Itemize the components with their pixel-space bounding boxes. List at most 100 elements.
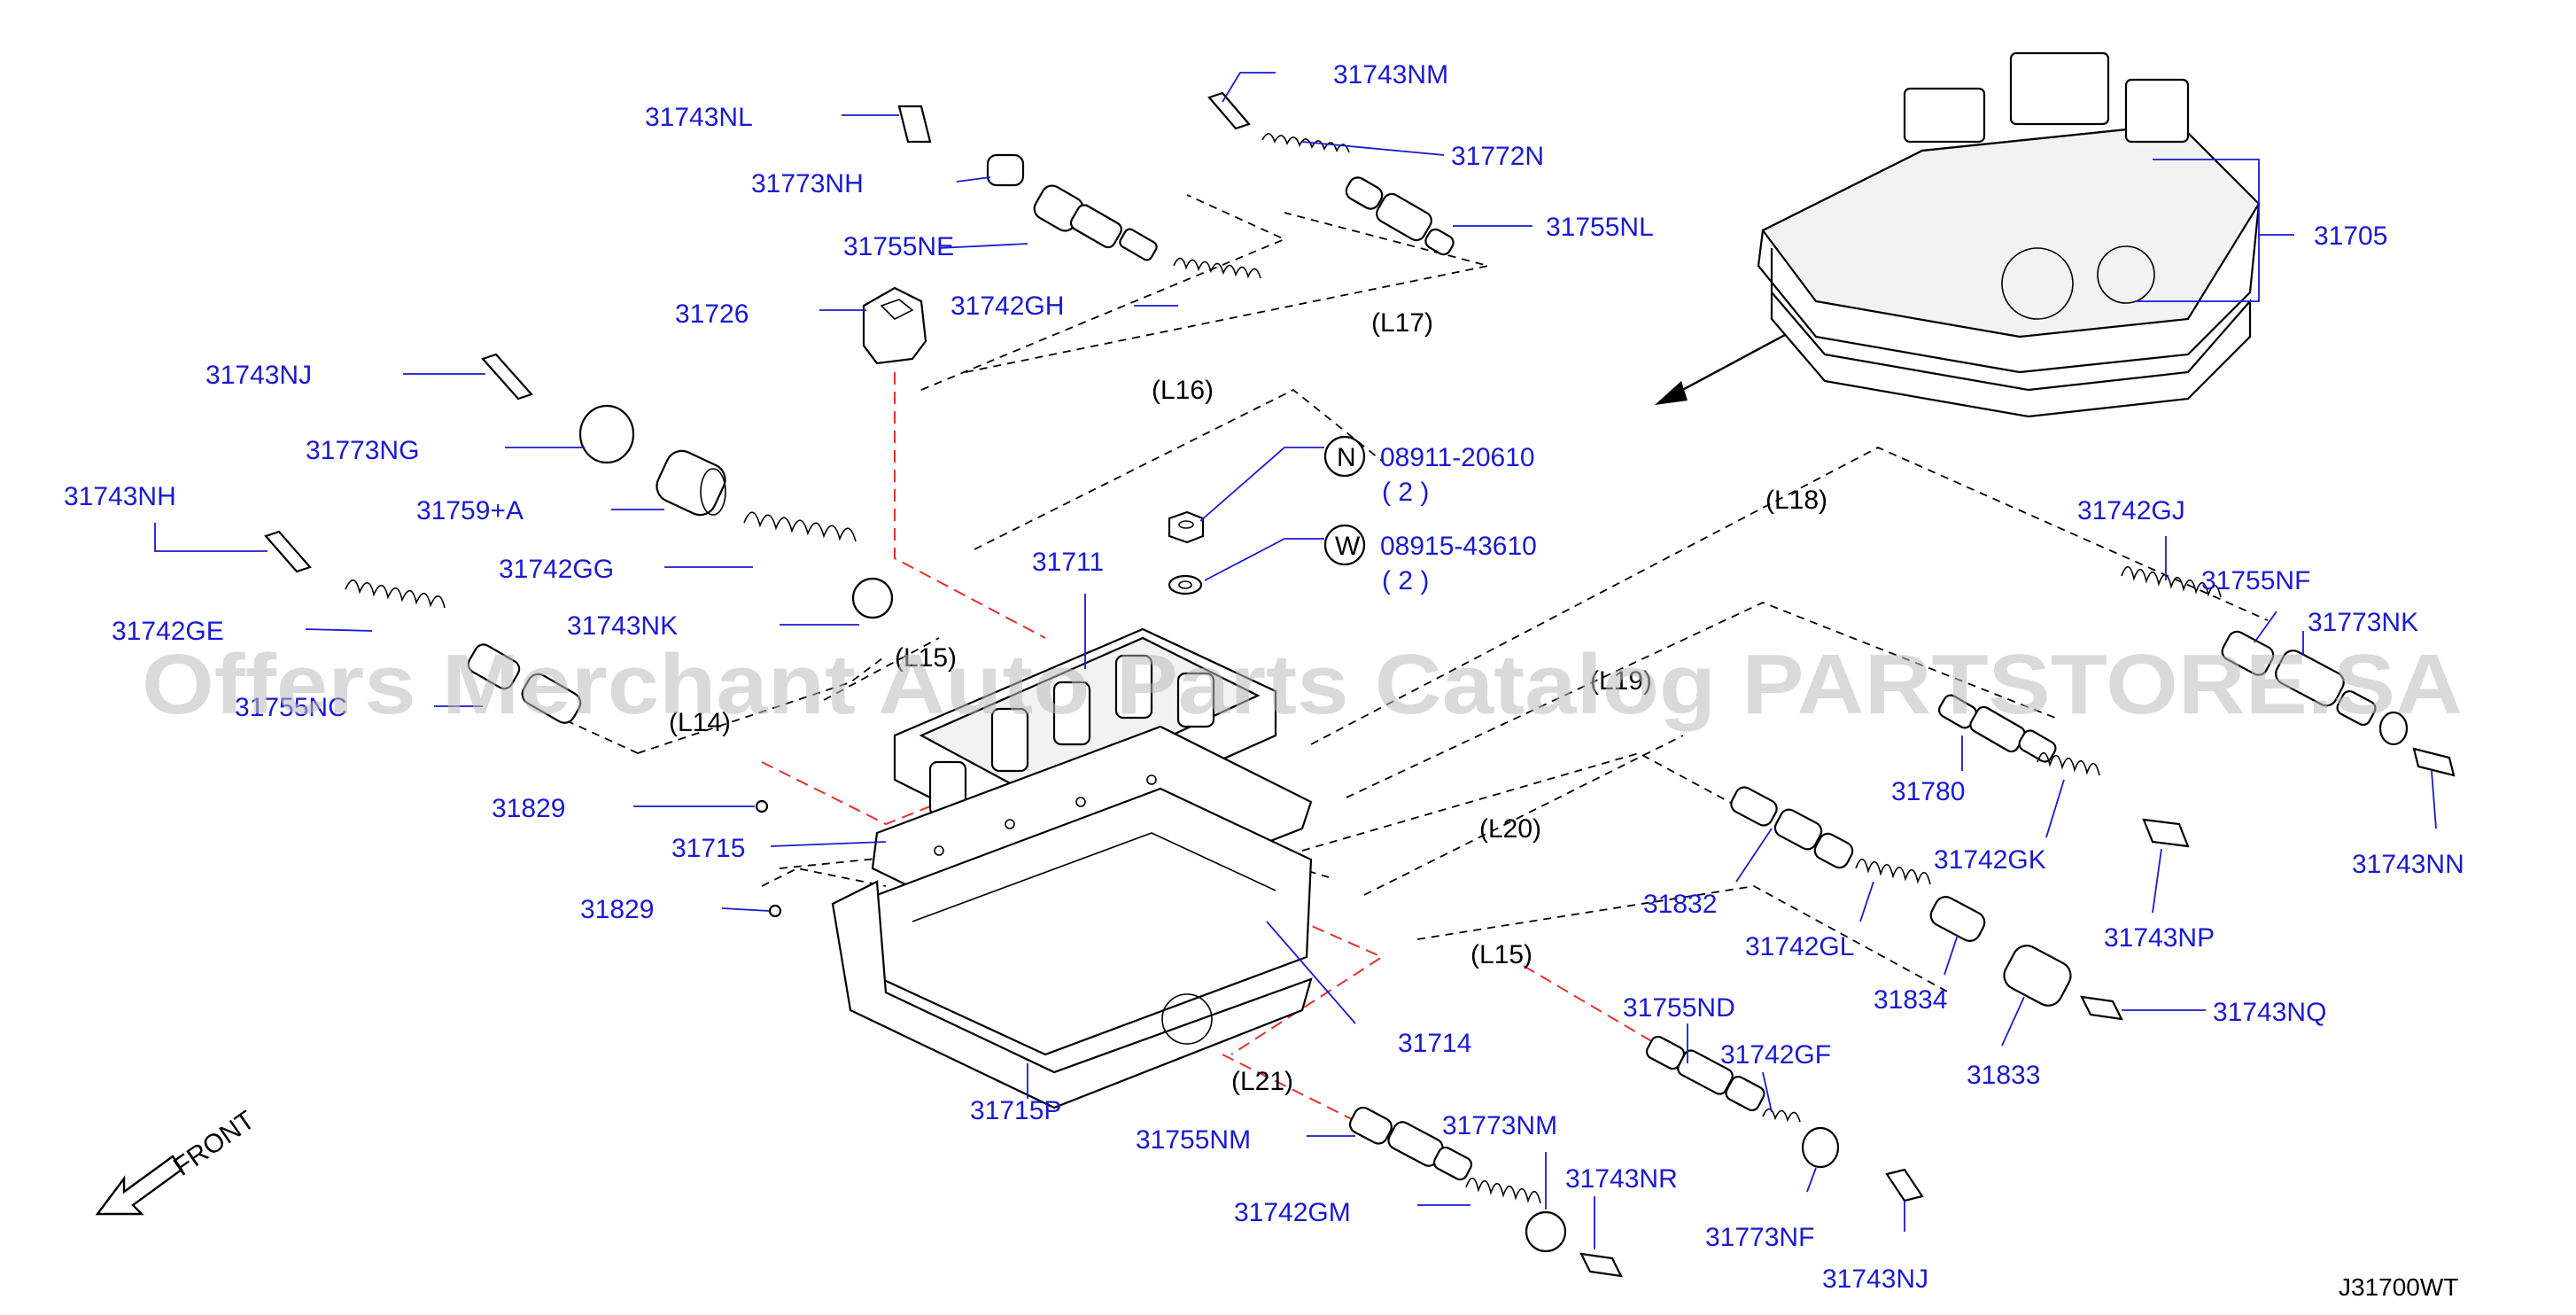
clip-31743NP: [2142, 818, 2190, 848]
spring-31742GL: [1855, 858, 1931, 885]
valve-31832: [1730, 786, 1854, 869]
ref-L16: (L16): [1152, 376, 1214, 405]
ball-31829-b: [768, 904, 782, 918]
gasket-31715P: [831, 880, 1313, 1109]
ref-L21: (L21): [1231, 1067, 1293, 1096]
ref-L18: (L18): [1765, 486, 1827, 515]
n-marker: [1323, 435, 1366, 478]
label-31743NP: 31743NP: [2104, 923, 2215, 953]
front-label: FRONT: [168, 1105, 260, 1181]
diagram-code: J31700WT: [2339, 1273, 2458, 1301]
label-31755NF: 31755NF: [2201, 566, 2310, 595]
label-31742GE: 31742GE: [112, 617, 224, 646]
reference-labels: (L14) (L15) (L15) (L16) (L17) (L18) (L19…: [669, 308, 1827, 1096]
watermark: Offers Merchant Auto Parts Catalog PARTS…: [142, 637, 2463, 732]
ref-L14: (L14): [669, 708, 731, 737]
spring-31742GH: [1173, 257, 1261, 279]
label-31743NK: 31743NK: [567, 611, 678, 641]
cap-31773NF: [1801, 1126, 1840, 1169]
clip-31743NJ-bottom: [1885, 1168, 1924, 1202]
spring-31772N: [1261, 133, 1350, 153]
spring-31742GM: [1465, 1177, 1541, 1204]
valve-31755NF: [2221, 630, 2377, 727]
label-08911: 08911-20610: [1380, 443, 1535, 472]
label-31742GF: 31742GF: [1720, 1040, 1831, 1070]
label-n-marker: N: [1337, 443, 1356, 472]
label-08915: 08915-43610: [1380, 532, 1537, 561]
label-31773NF: 31773NF: [1705, 1223, 1814, 1252]
spring-31742GK: [2037, 751, 2100, 776]
sleeve-31834: [1929, 896, 1986, 942]
part-labels: 31743NL 31743NM 31772N 31773NH 31755NL 3…: [64, 60, 2464, 1294]
w-marker: [1323, 524, 1366, 566]
label-08915-qty: ( 2 ): [1382, 566, 1429, 595]
label-w-marker: W: [1335, 532, 1361, 561]
valve-31755NC: [467, 643, 582, 724]
label-31742GL: 31742GL: [1745, 932, 1854, 961]
label-31759A: 31759+A: [416, 496, 524, 525]
cap-31773NK: [2378, 711, 2409, 746]
label-31773NG: 31773NG: [306, 436, 419, 465]
label-31743NQ: 31743NQ: [2213, 998, 2326, 1027]
label-31705: 31705: [2314, 222, 2387, 251]
reference-dash-lines: [539, 194, 2269, 993]
label-31772N: 31772N: [1451, 142, 1544, 171]
cap-31773NH: [986, 153, 1025, 187]
block-31726: [862, 286, 927, 365]
label-31755NM: 31755NM: [1136, 1125, 1251, 1155]
label-31726: 31726: [675, 300, 749, 329]
spring-31742GF: [1762, 1108, 1801, 1123]
label-31714: 31714: [1398, 1029, 1471, 1058]
label-31715: 31715: [671, 834, 745, 863]
washer-08915: [1168, 574, 1203, 595]
label-31829-a: 31829: [492, 794, 565, 823]
label-31773NM: 31773NM: [1442, 1111, 1557, 1140]
leader-lines: [154, 72, 2437, 1249]
label-31742GG: 31742GG: [499, 555, 614, 584]
label-31832: 31832: [1643, 890, 1717, 919]
label-31773NH: 31773NH: [751, 169, 864, 198]
label-31755NC: 31755NC: [235, 693, 347, 722]
label-31743NR: 31743NR: [1565, 1164, 1678, 1194]
sleeve-31833: [2003, 945, 2072, 1007]
label-31711: 31711: [1032, 548, 1104, 577]
spring-31742GE: [345, 579, 446, 609]
label-31755NE: 31755NE: [843, 232, 954, 261]
clip-31743NJ-top: [481, 353, 533, 401]
label-31743NM: 31743NM: [1333, 60, 1448, 89]
spring-31742GJ: [2121, 565, 2222, 598]
label-31742GK: 31742GK: [1934, 845, 2046, 875]
label-31742GM: 31742GM: [1234, 1198, 1351, 1227]
disk-31743NK: [851, 577, 894, 619]
label-31743NN: 31743NN: [2352, 850, 2464, 879]
label-31834: 31834: [1874, 985, 1947, 1015]
clip-31743NH: [264, 530, 312, 573]
valve-31755NM: [1348, 1106, 1473, 1181]
valve-31755NE: [1033, 184, 1158, 261]
label-31780: 31780: [1891, 777, 1965, 806]
nut-08911: [1168, 510, 1205, 544]
valve-31755NL: [1345, 176, 1455, 256]
clip-31743NN: [2412, 747, 2456, 777]
valve-31780: [1938, 694, 2057, 763]
label-31742GH: 31742GH: [950, 292, 1064, 321]
label-31743NJ-bottom: 31743NJ: [1822, 1264, 1928, 1294]
label-31743NH: 31743NH: [64, 482, 176, 511]
valve-31755ND: [1645, 1035, 1765, 1112]
label-08911-qty: ( 2 ): [1382, 478, 1429, 507]
ball-31829-a: [755, 799, 769, 813]
ref-L19: (L19): [1590, 666, 1652, 696]
clip-31743NL: [897, 105, 932, 144]
clip-31743NR: [1579, 1252, 1623, 1278]
direction-arrow: [1655, 333, 1786, 405]
spring-31742GG: [743, 511, 857, 542]
label-31742GJ: 31742GJ: [2077, 496, 2185, 525]
label-31743NL: 31743NL: [645, 103, 753, 132]
ref-L15-a: (L15): [895, 643, 957, 673]
clip-31743NQ: [2080, 995, 2123, 1021]
ref-L20: (L20): [1479, 814, 1541, 844]
label-31755ND: 31755ND: [1623, 993, 1735, 1023]
label-31829-b: 31829: [580, 895, 654, 924]
